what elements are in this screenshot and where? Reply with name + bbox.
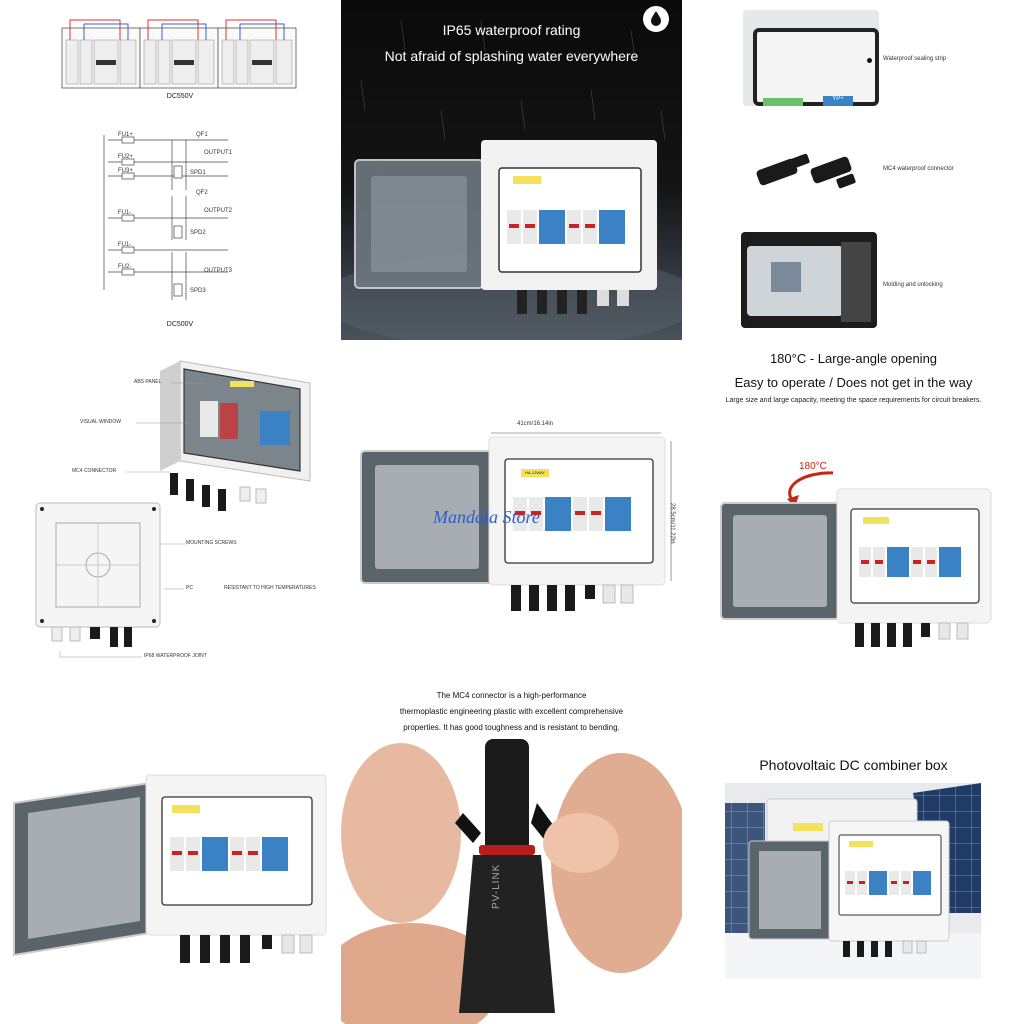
mc4-photo-tile: The MC4 connector is a high-performance … bbox=[341, 683, 682, 1024]
opening-tile: 180°C - Large-angle opening Easy to oper… bbox=[683, 341, 1024, 682]
callout-visual-window: VISUAL WINDOW bbox=[80, 419, 121, 425]
callout-abs-panel: ABS PANEL bbox=[134, 379, 162, 385]
mc4-hand-photo bbox=[341, 739, 682, 1024]
rain-line-1: IP65 waterproof rating bbox=[442, 22, 581, 38]
wiring-label: FU1- bbox=[118, 242, 131, 248]
callout-mc4-connector: MC4 CONNECTOR bbox=[72, 468, 117, 474]
wiring-label: FU1- bbox=[118, 210, 131, 216]
dimension-height: 28.5cm/11.22in bbox=[669, 503, 675, 544]
watermark: Mandala Store bbox=[433, 507, 540, 527]
opening-subtitle: Easy to operate / Does not get in the wa… bbox=[734, 375, 973, 390]
combiner-title: Photovoltaic DC combiner box bbox=[759, 757, 948, 773]
connector-brand: PV-LINK bbox=[491, 863, 502, 909]
sealing-strip-photo: YP+ bbox=[743, 10, 879, 106]
callout-pc: PC bbox=[186, 585, 193, 591]
detail-label-1: Waterproof sealing strip bbox=[883, 56, 947, 62]
water-drop-icon bbox=[643, 6, 669, 32]
opening-title: 180°C - Large-angle opening bbox=[769, 351, 938, 366]
details-tile: YP+ Waterproof sealing strip MC4 waterpr… bbox=[683, 0, 1024, 340]
mc4-connector-pair-photo bbox=[756, 153, 856, 189]
mc4-line-3: properties. It has good toughness and is… bbox=[403, 723, 620, 732]
detail-label-2: MC4 waterproof connector bbox=[883, 166, 954, 172]
output-label: OUTPUT3 bbox=[204, 268, 233, 274]
schematic-top-caption: DC550V bbox=[167, 93, 194, 100]
callout-tile: ABS PANEL VISUAL WINDOW MC4 CONNECTOR MO… bbox=[0, 341, 340, 682]
breaker-label: QF2 bbox=[196, 190, 208, 196]
combiner-photo bbox=[725, 783, 981, 979]
dimension-drawing bbox=[360, 432, 672, 611]
rain-photo-tile: IP65 waterproof rating Not afraid of spl… bbox=[341, 0, 682, 340]
wiring-label: FU3+ bbox=[118, 168, 133, 174]
dimension-width: 41cm/16.14in bbox=[517, 421, 554, 427]
wiring-label: FU2- bbox=[118, 264, 131, 270]
wiring-label: FU1+ bbox=[118, 132, 133, 138]
output-label: OUTPUT2 bbox=[204, 208, 233, 214]
rain-scene bbox=[341, 19, 682, 340]
enclosure-callouts bbox=[35, 360, 311, 658]
callout-resistant: RESISTANT TO HIGH TEMPERATURES bbox=[224, 585, 316, 591]
spd-label: SPD1 bbox=[190, 170, 206, 176]
spd-label: SPD3 bbox=[190, 288, 206, 294]
detail-snippet: YP+ bbox=[823, 96, 853, 106]
opening-angle: 180°C bbox=[799, 461, 827, 472]
mc4-line-2: thermoplastic engineering plastic with e… bbox=[399, 707, 624, 716]
wiring-label: FU2+ bbox=[118, 154, 133, 160]
open-box-tile bbox=[0, 683, 340, 1024]
combiner-tile: Photovoltaic DC combiner box bbox=[683, 683, 1024, 1024]
schematic-bottom-caption: DC500V bbox=[167, 321, 194, 328]
detail-label-3: Molding and unlocking bbox=[883, 282, 943, 288]
opening-drawing bbox=[720, 471, 992, 647]
breaker-label: QF1 bbox=[196, 132, 208, 138]
spd-label: SPD2 bbox=[190, 230, 206, 236]
output-label: OUTPUT1 bbox=[204, 150, 233, 156]
rain-line-2: Not afraid of splashing water everywhere bbox=[384, 48, 639, 64]
box-label-tag: HA-12WAY bbox=[521, 469, 549, 477]
sealing-pointer-dot bbox=[867, 58, 872, 63]
mc4-line-1: The MC4 connector is a high-performance bbox=[436, 691, 587, 700]
wiring-diagram: DC550V FU1+ FU2+ FU3+ FU1- bbox=[61, 19, 297, 328]
callout-mounting-screws: MOUNTING SCREWS bbox=[186, 540, 237, 546]
dimension-tile: 41cm/16.14in 28.5cm/11.22in HA-12WAY Man… bbox=[341, 341, 682, 682]
schematic-tile: DC550V FU1+ FU2+ FU3+ FU1- bbox=[0, 0, 340, 340]
opening-note: Large size and large capacity, meeting t… bbox=[725, 397, 982, 404]
molding-photo bbox=[741, 232, 877, 328]
callout-ip68: IP68 WATERPROOF JOINT bbox=[144, 653, 207, 659]
open-box-drawing bbox=[13, 774, 327, 963]
